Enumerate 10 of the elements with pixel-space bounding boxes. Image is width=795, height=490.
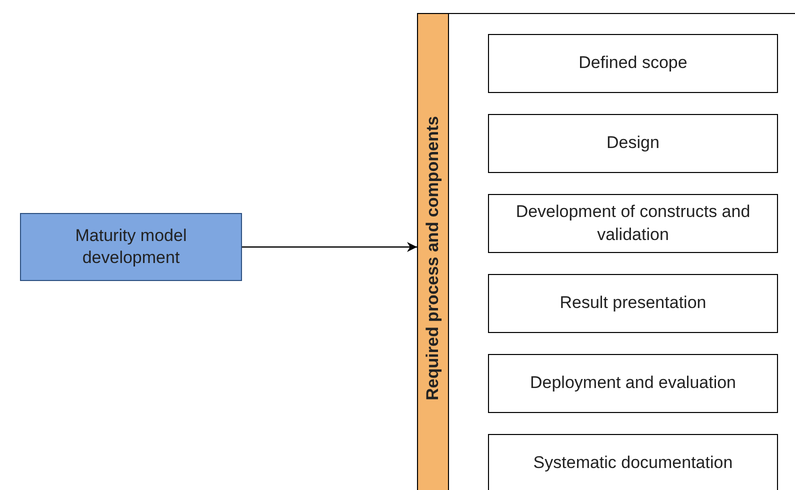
step-box: Design <box>488 114 778 173</box>
swimlane-pool <box>417 13 795 490</box>
step-box: Defined scope <box>488 34 778 93</box>
swimlane-title: Required process and components <box>423 116 443 401</box>
arrow <box>242 242 417 252</box>
step-box: Deployment and evaluation <box>488 354 778 413</box>
step-box: Result presentation <box>488 274 778 333</box>
process-box: Maturity model development <box>20 213 242 281</box>
step-box: Systematic documentation <box>488 434 778 490</box>
step-box: Development of constructs and validation <box>488 194 778 253</box>
